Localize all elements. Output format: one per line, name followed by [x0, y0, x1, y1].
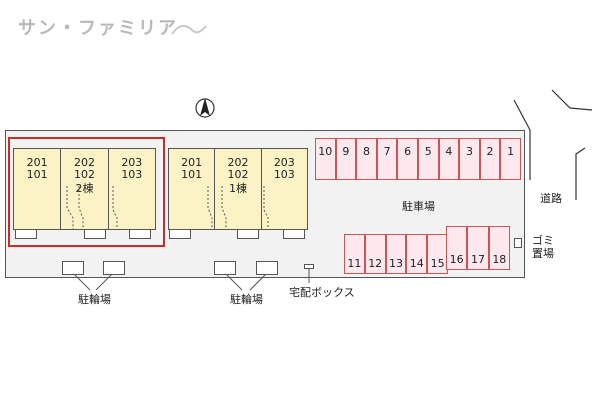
parking-space[interactable]: 18	[488, 226, 510, 270]
parking-space[interactable]: 9	[335, 138, 357, 180]
parking-space[interactable]: 10	[315, 138, 336, 180]
brand-logo-text: サン・ファミリア	[18, 18, 178, 39]
parking-row-top: 10 9 8 7 6 5 4 3 2 1	[315, 138, 521, 180]
unit-lower-number: 101	[26, 168, 48, 181]
parking-row-bottom-a: 11 12 13 14 15	[344, 234, 448, 274]
parking-space[interactable]: 2	[479, 138, 501, 180]
stair-lines-building-2	[66, 186, 118, 230]
unit-202-102[interactable]: 202 102 1棟	[214, 149, 260, 229]
garbage-box	[514, 238, 522, 248]
brand-swash-icon	[171, 24, 207, 35]
unit-202-102[interactable]: 202 102 2棟	[60, 149, 107, 229]
parking-space[interactable]: 14	[406, 234, 428, 274]
delivery-box-label: 宅配ボックス	[289, 286, 355, 299]
parking-space[interactable]: 4	[438, 138, 460, 180]
building-tag: 1棟	[228, 182, 247, 195]
parking-space[interactable]: 1	[500, 138, 521, 180]
road-label: 道路	[540, 192, 562, 205]
parking-space[interactable]: 8	[356, 138, 377, 180]
bicycle-rack	[256, 261, 278, 275]
garbage-label: ゴミ 置場	[532, 234, 554, 260]
parking-space[interactable]: 7	[376, 138, 398, 180]
unit-upper-number: 203	[121, 156, 143, 169]
highlight-frame	[8, 137, 165, 247]
entrance-step	[283, 229, 305, 239]
delivery-box-icon	[304, 264, 314, 269]
unit-lower-number: 103	[121, 168, 143, 181]
unit-upper-number: 201	[181, 156, 203, 169]
north-arrow-icon	[195, 98, 215, 118]
unit-203-103[interactable]: 203 103	[107, 149, 155, 229]
unit-203-103[interactable]: 203 103	[260, 149, 307, 229]
entrance-step	[169, 229, 191, 239]
parking-row-bottom-b: 16 17 18	[446, 226, 510, 270]
unit-lower-number: 102	[227, 168, 249, 181]
stair-lines-building-1	[207, 186, 269, 230]
parking-space[interactable]: 3	[459, 138, 480, 180]
bicycle-rack	[62, 261, 84, 275]
entrance-step	[84, 229, 106, 239]
building-2: 201 101 202 102 2棟 203 103	[13, 148, 156, 230]
bicycle-leader-lines	[73, 273, 113, 291]
unit-201-101[interactable]: 201 101	[14, 149, 60, 229]
delivery-box-leader	[308, 269, 310, 283]
unit-lower-number: 103	[273, 168, 295, 181]
parking-space[interactable]: 12	[364, 234, 386, 274]
parking-space[interactable]: 16	[446, 226, 468, 270]
parking-space[interactable]: 15	[427, 234, 448, 274]
parking-space[interactable]: 17	[467, 226, 489, 270]
building-tag: 2棟	[75, 182, 94, 195]
unit-lower-number: 101	[181, 168, 203, 181]
unit-upper-number: 201	[26, 156, 48, 169]
unit-upper-number: 203	[273, 156, 295, 169]
parking-space[interactable]: 6	[397, 138, 418, 180]
bicycle-parking-label-2: 駐輪場	[230, 293, 263, 306]
parking-space[interactable]: 11	[344, 234, 365, 274]
unit-upper-number: 202	[227, 156, 249, 169]
parking-space[interactable]: 5	[417, 138, 439, 180]
entrance-step	[15, 229, 37, 239]
parking-lot-label: 駐車場	[402, 200, 435, 213]
road-lines	[513, 89, 593, 200]
unit-upper-number: 202	[73, 156, 95, 169]
building-1: 201 101 202 102 1棟 203 103	[168, 148, 308, 230]
unit-lower-number: 102	[73, 168, 95, 181]
bicycle-rack	[103, 261, 125, 275]
entrance-step	[129, 229, 151, 239]
parking-space[interactable]: 13	[385, 234, 407, 274]
unit-201-101[interactable]: 201 101	[169, 149, 214, 229]
bicycle-rack	[214, 261, 236, 275]
entrance-step	[237, 229, 259, 239]
bicycle-parking-label-1: 駐輪場	[78, 293, 111, 306]
bicycle-leader-lines	[225, 273, 267, 291]
